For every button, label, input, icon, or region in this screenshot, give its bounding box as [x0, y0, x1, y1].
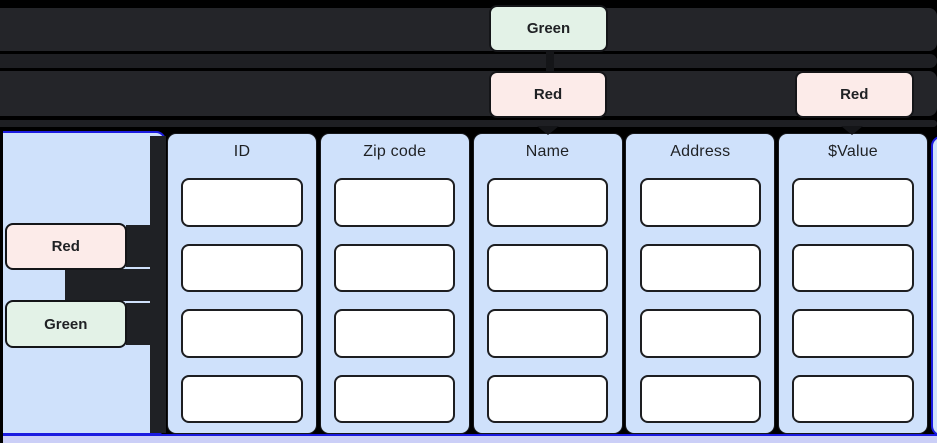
- empty-cell: [333, 178, 456, 227]
- empty-cell: [792, 309, 914, 358]
- empty-cell: [333, 243, 456, 292]
- column-cells-id: [168, 178, 316, 423]
- top-row-bar-thin-1: [0, 54, 937, 68]
- empty-cell: [639, 309, 762, 358]
- red-badge-left-panel[interactable]: Red: [4, 222, 127, 270]
- column-card-name[interactable]: Name: [472, 133, 623, 434]
- top-row-bar-thin-2: [0, 119, 937, 127]
- top-row-bar-2: [0, 71, 937, 116]
- empty-cell: [792, 178, 914, 227]
- empty-cell: [639, 374, 762, 423]
- top-row-bar-1: [0, 8, 937, 51]
- column-card-zip-code[interactable]: Zip code: [319, 133, 470, 434]
- empty-cell: [486, 243, 609, 292]
- column-header-address: Address: [670, 143, 731, 160]
- green-badge-connector: [126, 303, 150, 345]
- column-header-zip-code: Zip code: [363, 143, 427, 160]
- red-badge-top-right[interactable]: Red: [795, 70, 914, 118]
- empty-cell: [486, 309, 609, 358]
- arrow-down-pointer-name-column: [537, 125, 559, 135]
- column-cells-address: [626, 178, 774, 423]
- red-badge-top-center-label: Red: [533, 85, 563, 103]
- red-badge-top-center[interactable]: Red: [489, 70, 607, 118]
- empty-cell: [486, 374, 609, 423]
- green-badge-left-panel[interactable]: Green: [4, 300, 127, 348]
- red-badge-left-label: Red: [51, 237, 80, 255]
- green-badge-top[interactable]: Green: [489, 4, 608, 52]
- column-cells-zip-code: [321, 178, 469, 423]
- empty-cell: [486, 178, 609, 227]
- bottom-lavender-panel: [0, 433, 937, 443]
- left-panel-dark-strip: [150, 135, 166, 433]
- arrow-down-pointer-value-column: [841, 125, 863, 135]
- empty-cell: [181, 374, 303, 423]
- column-header-id: ID: [233, 143, 251, 160]
- column-cells-value: [779, 178, 927, 423]
- empty-cell: [792, 243, 914, 292]
- column-card-id[interactable]: ID: [167, 133, 317, 434]
- column-header-value: $Value: [828, 143, 878, 160]
- empty-cell: [639, 243, 762, 292]
- empty-cell: [181, 243, 303, 292]
- empty-cell: [181, 309, 303, 358]
- empty-cell: [639, 178, 762, 227]
- green-badge-left-label: Green: [44, 315, 88, 333]
- column-card-value[interactable]: $Value: [778, 133, 928, 434]
- column-header-name: Name: [525, 143, 570, 160]
- green-badge-top-label: Green: [526, 19, 571, 37]
- red-badge-top-right-label: Red: [840, 85, 869, 103]
- column-card-address[interactable]: Address: [625, 133, 776, 434]
- green-to-red-connector: [545, 50, 554, 72]
- column-cells-name: [474, 178, 622, 423]
- red-badge-connector: [126, 225, 150, 267]
- empty-cell: [333, 374, 456, 423]
- right-blue-panel: [931, 136, 937, 436]
- empty-cell: [792, 374, 914, 423]
- red-green-elbow-connector: [65, 269, 150, 301]
- empty-cell: [181, 178, 303, 227]
- left-screen-edge: [0, 131, 3, 443]
- empty-cell: [333, 309, 456, 358]
